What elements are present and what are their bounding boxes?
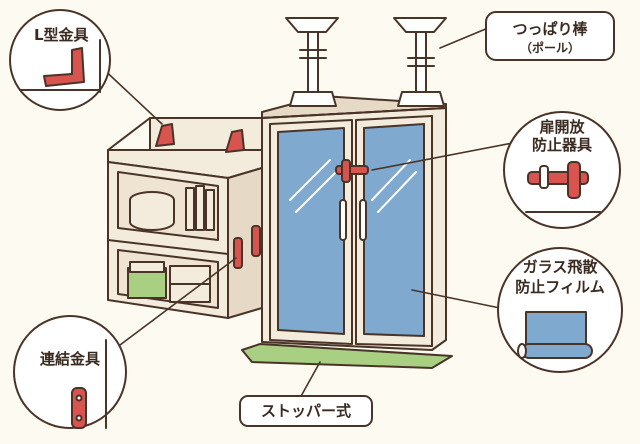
small-shelf xyxy=(107,149,263,319)
glass-cabinet xyxy=(261,95,447,351)
leader-door-stopper xyxy=(371,141,519,171)
label-glass-film-2: 防止フィルム xyxy=(515,278,604,296)
callout-door-stopper xyxy=(503,111,621,229)
callout-l-bracket xyxy=(9,9,111,111)
label-connector: 連結金具 xyxy=(40,350,100,368)
l-bracket-2 xyxy=(225,129,245,153)
tension-rod-label-box xyxy=(485,11,615,61)
callout-glass-film xyxy=(497,247,623,373)
label-door-stopper: 扉開放 xyxy=(538,118,585,136)
connector-2 xyxy=(251,225,261,257)
door-stopper-hook xyxy=(335,165,369,175)
l-bracket-1 xyxy=(155,123,175,147)
label-glass-film: ガラス飛散 xyxy=(523,258,599,276)
label-tension-rod: つっぱり棒 xyxy=(512,20,588,38)
tension-rod-left xyxy=(285,17,339,107)
connector-1 xyxy=(233,237,243,269)
leader-tension-rod xyxy=(439,27,489,49)
stopper-label-box xyxy=(239,395,373,427)
leader-connector xyxy=(115,257,237,349)
label-tension-rod-sub: （ポール） xyxy=(520,40,580,55)
leader-stopper xyxy=(299,361,321,399)
right-glass xyxy=(363,123,425,337)
label-stopper: ストッパー式 xyxy=(261,402,351,420)
left-glass xyxy=(277,127,345,335)
leader-glass-film xyxy=(411,289,501,309)
tension-rod-right xyxy=(393,17,447,107)
callout-connector xyxy=(13,315,127,429)
label-l-bracket: L型金具 xyxy=(34,26,89,44)
stopper-base xyxy=(241,343,453,369)
label-door-stopper-2: 防止器具 xyxy=(532,136,592,154)
